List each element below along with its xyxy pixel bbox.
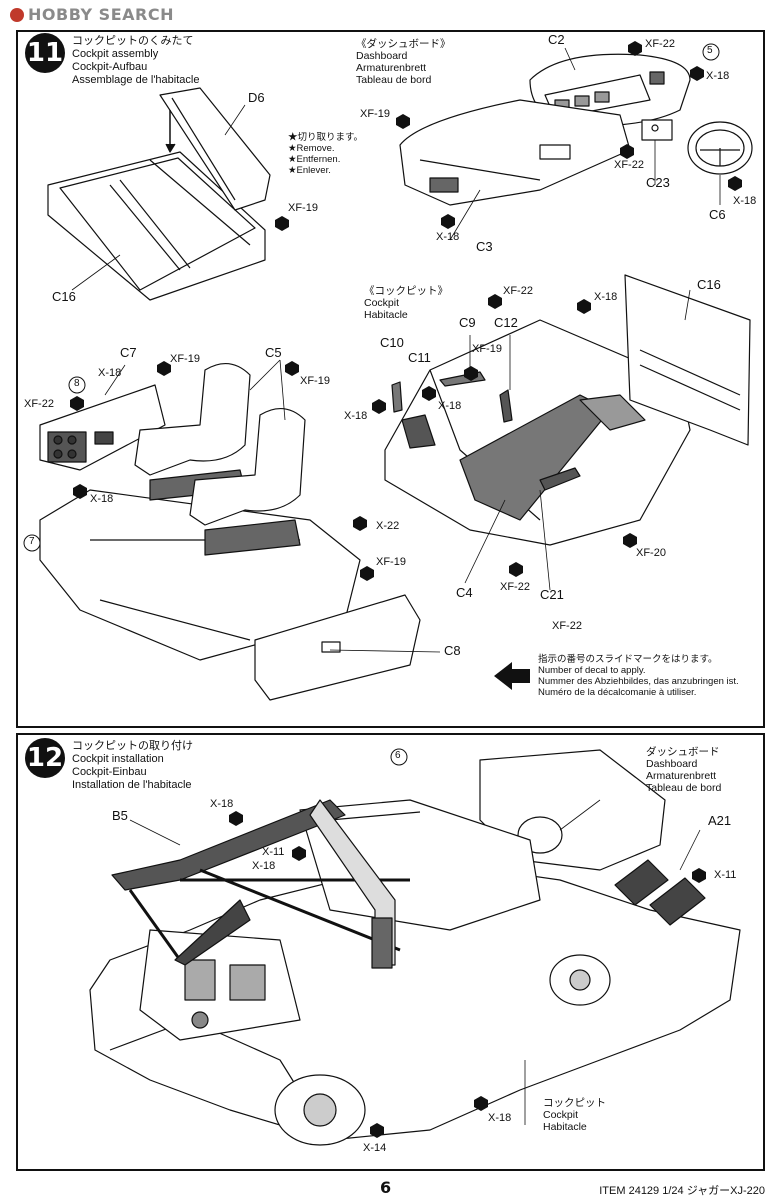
part-c10: C10 <box>380 335 404 350</box>
decal-5: 5 <box>707 45 713 56</box>
a21-wheel-inserts-drawing <box>614 859 706 926</box>
step-11-title: コックピットのくみたて Cockpit assembly Cockpit-Auf… <box>72 35 199 87</box>
screw-x18-b5: X-18 <box>210 798 234 810</box>
dashboard-c3-drawing <box>399 99 631 206</box>
screw-xf22-c21: XF-22 <box>552 620 582 632</box>
step-11-title-jp: コックピットのくみたて <box>72 35 194 47</box>
c16-floor-drawing <box>47 151 266 301</box>
screw-x18-c3: X-18 <box>436 231 460 243</box>
step-12-title-de: Cockpit-Einbau <box>72 766 147 778</box>
decal-arrow-drawing <box>494 662 530 690</box>
remove-note: ★切り取ります。 ★Remove. ★Entfernen. ★Enlever. <box>288 132 364 176</box>
screw-xf19-c5: XF-19 <box>300 375 330 387</box>
part-c5: C5 <box>265 345 282 360</box>
part-c16-floor: C16 <box>52 289 76 304</box>
step-12-leader-lines <box>129 799 701 1125</box>
part-d6: D6 <box>248 90 265 105</box>
engine-bay-drawing <box>139 929 301 1041</box>
part-c4: C4 <box>456 585 473 600</box>
screw-x18-c7-lower: X-18 <box>90 493 114 505</box>
screw-x18-c10: X-18 <box>344 410 368 422</box>
logo-badge-icon <box>10 7 24 22</box>
part-c21: C21 <box>540 587 564 602</box>
screw-xf19-c12: XF-19 <box>472 343 502 355</box>
step-12-title-jp: コックピットの取り付け <box>72 740 193 752</box>
c6-steering-wheel-drawing <box>687 121 753 175</box>
part-c12: C12 <box>494 315 518 330</box>
screw-xf19-dash-left: XF-19 <box>360 108 390 120</box>
screw-x14: X-14 <box>363 1142 387 1154</box>
step-11-title-fr: Assemblage de l'habitacle <box>72 74 200 86</box>
part-c11: C11 <box>408 350 431 365</box>
step-11-number: 11 <box>25 33 65 73</box>
car-body-drawing <box>89 749 741 1146</box>
dashboard-label: 《ダッシュボード》 Dashboard Armaturenbrett Table… <box>356 38 451 86</box>
screw-x22-seat: X-22 <box>376 520 400 532</box>
screw-x18-b5-lower: X-18 <box>252 860 276 872</box>
screw-xf19-c8: XF-19 <box>376 556 406 568</box>
screw-x18-c11: X-18 <box>438 400 462 412</box>
hobby-search-logo[interactable]: HOBBY SEARCH <box>10 5 174 24</box>
c8-door-panel-drawing <box>254 594 421 701</box>
part-c8: C8 <box>444 643 461 658</box>
screw-xf22-c7: XF-22 <box>24 398 54 410</box>
c23-switch-drawing <box>641 119 673 141</box>
part-c7: C7 <box>120 345 137 360</box>
page-number: 6 <box>380 1178 392 1197</box>
screw-x18-dash-right: X-18 <box>706 70 730 82</box>
step-12-cockpit-label: コックピット Cockpit Habitacle <box>543 1097 606 1133</box>
item-info: ITEM 24129 1/24 ジャガーXJ-220 <box>599 1185 765 1197</box>
decal-8: 8 <box>74 378 80 389</box>
part-c6: C6 <box>709 207 726 222</box>
screw-x11-b5: X-11 <box>262 846 285 858</box>
screw-xf19-c7: XF-19 <box>170 353 200 365</box>
screw-xf22-c23: XF-22 <box>614 159 644 171</box>
screw-xf19-d6: XF-19 <box>288 202 318 214</box>
decal-6: 6 <box>395 750 401 761</box>
part-c9: C9 <box>459 315 476 330</box>
step-12-dashboard-label: ダッシュボード Dashboard Armaturenbrett Tableau… <box>646 746 722 794</box>
step-12-title-fr: Installation de l'habitacle <box>72 779 192 791</box>
screw-xf22-c4: XF-22 <box>500 581 530 593</box>
screw-x11-a21: X-11 <box>714 869 737 881</box>
step-12-number: 12 <box>25 738 65 778</box>
decal-number-circles <box>23 43 720 766</box>
d6-panel-drawing <box>159 87 271 211</box>
decal-note: 指示の番号のスライドマークをはります。 Number of decal to a… <box>538 654 739 698</box>
screw-x18-c7: X-18 <box>98 367 122 379</box>
site-header: HOBBY SEARCH <box>0 0 777 28</box>
screw-xf22-cockpit-top: XF-22 <box>503 285 533 297</box>
part-c2: C2 <box>548 32 565 47</box>
part-c16-rear: C16 <box>697 277 721 292</box>
part-a21: A21 <box>708 813 732 828</box>
decal-7: 7 <box>29 536 35 547</box>
logo-text: HOBBY SEARCH <box>28 5 174 24</box>
step-11-leader-lines <box>71 47 721 653</box>
step-11-title-en: Cockpit assembly <box>72 48 159 60</box>
part-c3: C3 <box>476 239 493 254</box>
step-12-title-en: Cockpit installation <box>72 753 164 765</box>
screw-x18-c6: X-18 <box>733 195 757 207</box>
hex-screw-markers <box>70 41 742 1138</box>
c16-rear-panel-drawing <box>624 274 751 446</box>
step-11-title-de: Cockpit-Aufbau <box>72 61 148 73</box>
cockpit-label: 《コックピット》 Cockpit Habitacle <box>364 285 448 321</box>
b5-rollcage-drawing <box>111 799 410 969</box>
c5-seat-2-drawing <box>189 408 306 556</box>
screw-x18-cockpit-right: X-18 <box>594 291 618 303</box>
screw-xf20: XF-20 <box>636 547 666 559</box>
screw-x18-cockpit: X-18 <box>488 1112 512 1124</box>
screw-xf22-dash-top: XF-22 <box>645 38 675 50</box>
part-b5: B5 <box>112 808 128 823</box>
part-c23: C23 <box>646 175 670 190</box>
c7-door-panel-drawing <box>39 384 166 471</box>
step-12-title: コックピットの取り付け Cockpit installation Cockpit… <box>72 740 193 792</box>
